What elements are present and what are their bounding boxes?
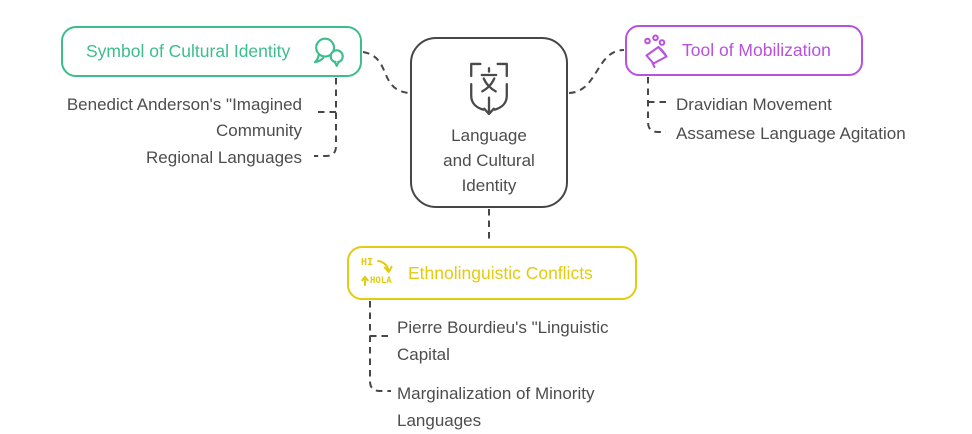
child-item-pierre-bourdieu-linguistic-capital[interactable]: Pierre Bourdieu's "Linguistic Capital: [397, 318, 609, 364]
center-title-line-1: Language: [451, 126, 527, 145]
link-green-trunk: [314, 78, 337, 157]
child-item-regional-languages[interactable]: Regional Languages: [146, 148, 302, 167]
megaphone-dots-icon: [644, 34, 668, 68]
branch-label-tool-of-mobilization: Tool of Mobilization: [682, 40, 831, 60]
child-item-dravidian-movement[interactable]: Dravidian Movement: [676, 95, 832, 114]
translation-hi-hola-icon: HI HOLA: [359, 256, 399, 290]
center-title-line-3: Identity: [461, 176, 517, 195]
branch-node-symbol-of-cultural-identity[interactable]: Symbol of Cultural Identity: [61, 26, 362, 77]
child-item-benedict-anderson-imagined-community[interactable]: Benedict Anderson's "Imagined Community: [66, 95, 302, 140]
child-item-marginalization-of-minority-languages[interactable]: Marginalization of Minority Languages: [397, 384, 595, 430]
branch-label-symbol-of-cultural-identity: Symbol of Cultural Identity: [86, 41, 291, 61]
center-node-title: Language and Cultural Identity: [443, 123, 535, 198]
link-green-to-center: [362, 51, 410, 94]
branch-node-tool-of-mobilization[interactable]: Tool of Mobilization: [625, 25, 863, 76]
branch-label-ethnolinguistic-conflicts: Ethnolinguistic Conflicts: [408, 262, 593, 283]
link-yellow-trunk: [369, 301, 391, 392]
link-center-to-purple: [568, 49, 625, 94]
link-purple-trunk: [647, 77, 666, 133]
translation-arrows: [361, 260, 393, 286]
chat-bubbles-icon: [313, 37, 344, 67]
hola-text: HOLA: [370, 276, 392, 286]
center-title-line-2: and Cultural: [443, 151, 535, 170]
center-node-language-cultural-identity[interactable]: Language and Cultural Identity: [410, 37, 568, 208]
hi-text: HI: [361, 257, 374, 268]
child-item-assamese-language-agitation[interactable]: Assamese Language Agitation: [676, 124, 906, 143]
language-translate-icon: [470, 62, 508, 116]
branch-node-ethnolinguistic-conflicts[interactable]: HI HOLA Ethnolinguistic Conflicts: [347, 246, 637, 300]
